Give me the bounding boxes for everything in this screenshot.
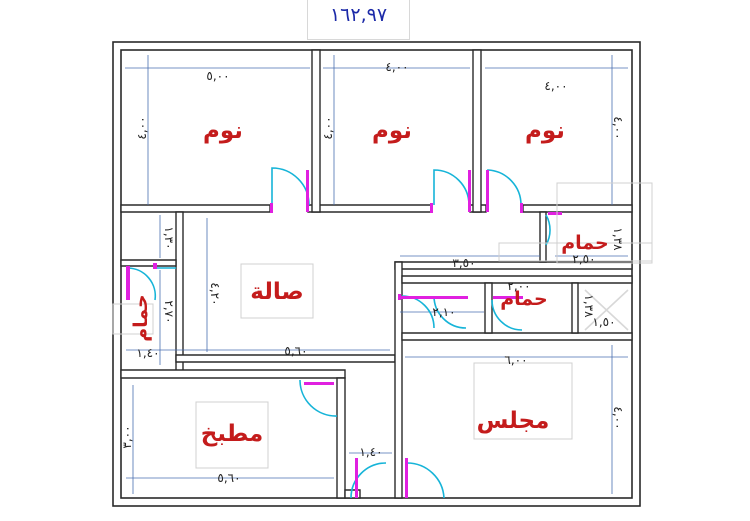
- bathroom-3-label: حمام: [130, 294, 152, 342]
- dim-bath-right-height: ١,٣٨: [582, 294, 596, 318]
- hall-label: صالة: [250, 279, 303, 305]
- bathroom-2-label: حمام: [500, 288, 548, 310]
- kitchen-label: مطبخ: [201, 421, 264, 447]
- dim-entrance-width: ١,٤٠: [359, 445, 382, 459]
- door-jambs: [126, 170, 562, 498]
- bedroom-1-label: نوم: [203, 118, 243, 144]
- dim-majlis-width: ٦,٠٠: [504, 353, 527, 367]
- dim-majlis-height: ٤,٠٠: [611, 406, 625, 429]
- bedroom-2-label: نوم: [372, 118, 412, 144]
- dim-bath-right-side: ١,٣٨: [611, 227, 625, 251]
- dim-bath-right-top: ٢,٠٠: [507, 279, 530, 293]
- dim-kitchen-width: ٥,٦٠: [217, 471, 240, 485]
- label-boxes: [112, 182, 653, 469]
- dim-left-bath-height: ٢,٧٠: [162, 300, 176, 323]
- dim-bedroom-1-width: ٥,٠٠: [206, 69, 229, 83]
- total-area-label: ١٦٢,٩٧: [329, 4, 388, 26]
- dim-left-bath-width: ١,٤٠: [136, 346, 159, 360]
- dim-bedroom-2-height: ٤,٠٠: [321, 116, 335, 139]
- interior-walls: [120, 49, 633, 499]
- dim-kitchen-height: ٣,٠٠: [120, 425, 134, 448]
- dim-left-corridor-height: ١,٣٠: [162, 226, 176, 249]
- bathroom-1-label: حمام: [561, 232, 609, 254]
- dim-hall-height: ٤,٢٠: [208, 282, 222, 305]
- dim-corridor-width: ٣,٥٠: [452, 256, 475, 270]
- dim-bath-corner-width: ١,٥٠: [592, 315, 615, 329]
- dimension-lines: [125, 55, 628, 494]
- dim-bath-right-width: ٢,٥٠: [572, 252, 595, 266]
- bedroom-3-label: نوم: [525, 118, 565, 144]
- dim-bedroom-1-height: ٤,٠٠: [135, 116, 149, 139]
- outer-walls: [112, 41, 641, 507]
- dim-bedroom-3-height: ٤,٠٠: [611, 116, 625, 139]
- dim-hall-width: ٥,٦٠: [284, 344, 307, 358]
- dim-bedroom-2-width: ٤,٠٠: [385, 60, 408, 74]
- total-area-box: ١٦٢,٩٧: [307, 0, 410, 40]
- majlis-label: مجلس: [477, 408, 550, 434]
- dim-bedroom-3-width: ٤,٠٠: [544, 79, 567, 93]
- dim-bath-center-width: ٢,١٠: [432, 305, 455, 319]
